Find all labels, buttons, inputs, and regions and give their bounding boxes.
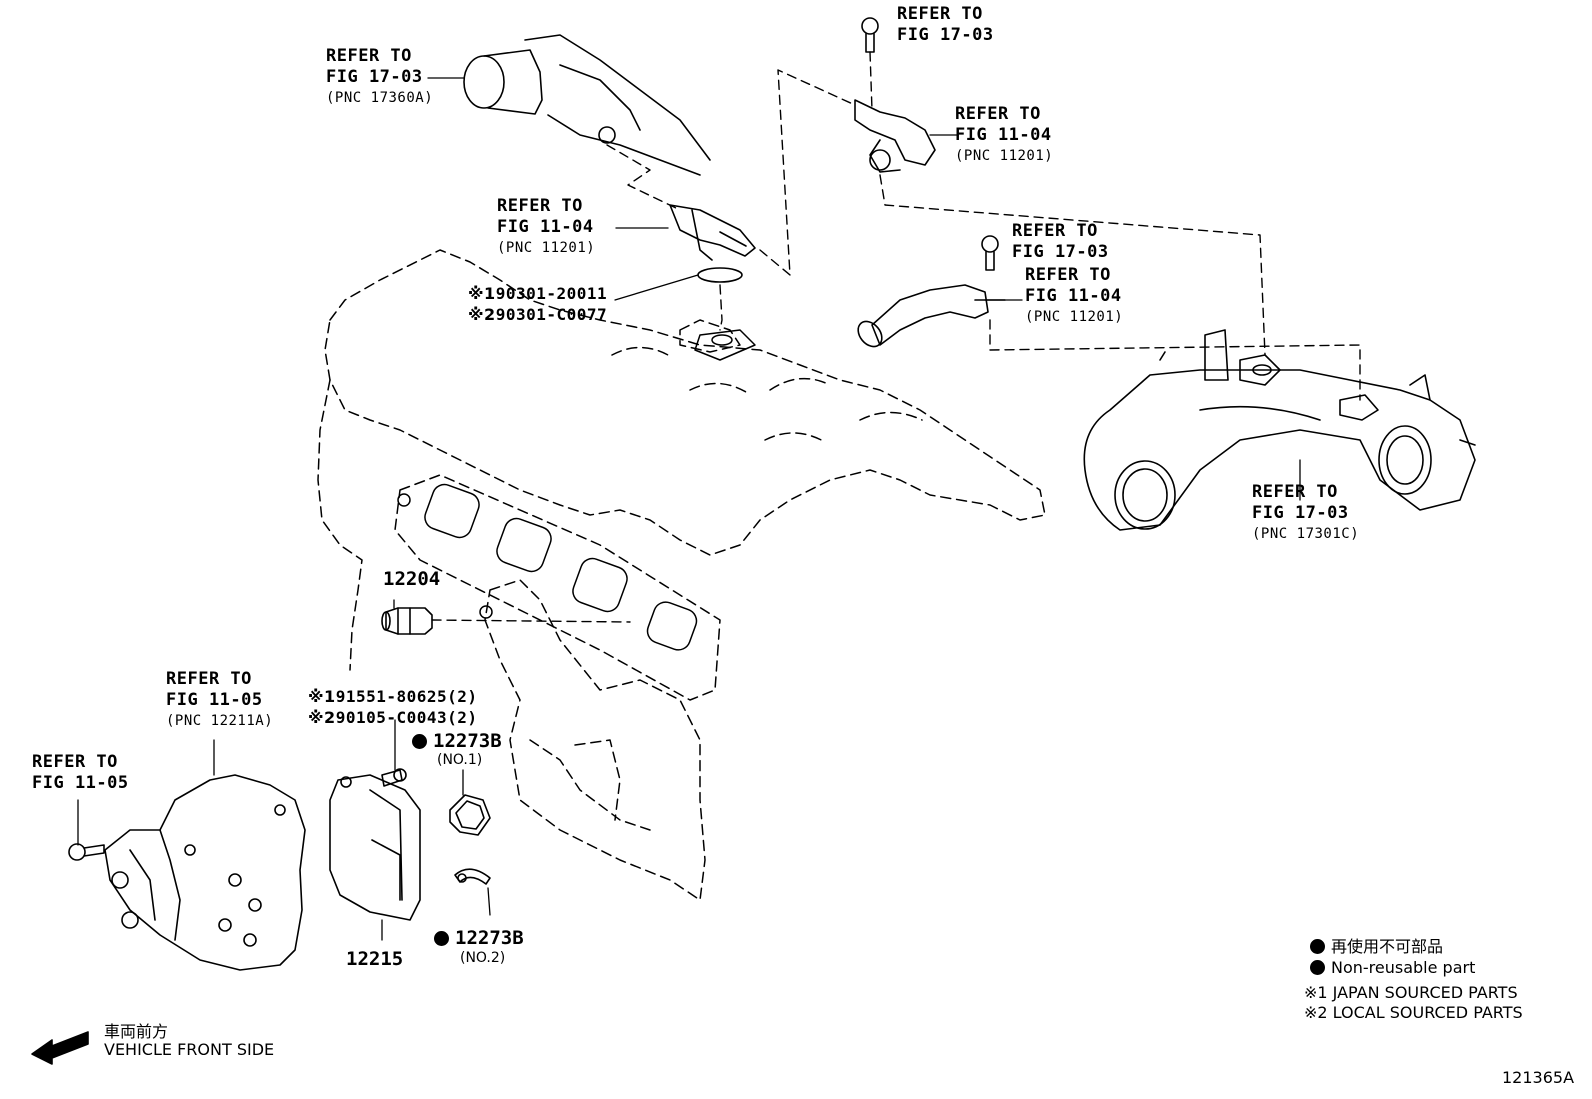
- filter-12215: [329, 774, 421, 921]
- legend-nonreusable: Non-reusable part: [1310, 958, 1475, 977]
- dash-lines-left: [606, 144, 681, 211]
- nonreusable-dot-icon: [1310, 960, 1325, 975]
- bolt-filter: [381, 768, 407, 787]
- part-12204: 12204: [383, 568, 441, 590]
- part-12215: 12215: [346, 948, 404, 970]
- part-12273b-no1: 12273B: [412, 730, 502, 752]
- legend-local-sourced: ※2 LOCAL SOURCED PARTS: [1304, 1003, 1523, 1022]
- water-outlet-17360a: [463, 34, 711, 176]
- union-11201-mid: [857, 284, 1006, 348]
- front-arrow-icon: [31, 1031, 89, 1065]
- refer-label-17360a: REFER TO FIG 17-03 (PNC 17360A): [326, 46, 434, 106]
- water-inlet-17301c: [1083, 329, 1476, 531]
- bolt-left: [68, 843, 105, 861]
- refer-label-11201-top: REFER TO FIG 11-04 (PNC 11201): [955, 104, 1054, 164]
- engine-outline: [317, 249, 1046, 671]
- refer-label-11201-mid: REFER TO FIG 11-04 (PNC 11201): [1025, 265, 1124, 325]
- refer-label-11201-left: REFER TO FIG 11-04 (PNC 11201): [497, 196, 596, 256]
- front-jp: 車両前方: [104, 1022, 169, 1041]
- union-11201-top: [854, 99, 936, 173]
- manifold-gasket: [394, 474, 721, 701]
- gasket-no2: [454, 868, 491, 885]
- flange-seat: [694, 329, 756, 361]
- sensor-12204: [381, 607, 433, 635]
- leader-lines: [77, 77, 1301, 941]
- front-en: VEHICLE FRONT SIDE: [104, 1040, 275, 1059]
- refer-label-top-bolt: REFER TO FIG 17-03: [897, 4, 994, 45]
- cover-12211a: [104, 774, 306, 971]
- figure-id: 121365A: [1502, 1068, 1575, 1087]
- nonreusable-dot-icon: [412, 734, 427, 749]
- part-12273b-no2-sub: (NO.2): [460, 950, 506, 966]
- refer-label-mid-bolt: REFER TO FIG 17-03: [1012, 221, 1109, 262]
- bolt-mid: [981, 235, 999, 271]
- dash-lines-mid: [719, 51, 1361, 401]
- nonreusable-dot-icon: [434, 931, 449, 946]
- part-12273b-no2: 12273B: [434, 927, 524, 949]
- part-gasket-90301: ※190301-20011 ※290301-C0077: [468, 284, 608, 324]
- refer-label-17301c: REFER TO FIG 17-03 (PNC 17301C): [1252, 482, 1360, 542]
- refer-label-left-bolt: REFER TO FIG 11-05: [32, 752, 129, 793]
- refer-label-12211a: REFER TO FIG 11-05 (PNC 12211A): [166, 669, 274, 729]
- legend-jp-nonreusable: 再使用不可部品: [1310, 933, 1443, 957]
- union-11201-left: [669, 204, 756, 283]
- bolt-top: [861, 17, 879, 53]
- part-bolt-91551: ※191551-80625(2) ※290105-C0043(2): [308, 687, 478, 727]
- nonreusable-dot-icon: [1310, 939, 1325, 954]
- part-12273b-no1-sub: (NO.1): [437, 752, 483, 768]
- legend-japan-sourced: ※1 JAPAN SOURCED PARTS: [1304, 983, 1518, 1002]
- gasket-no1: [449, 794, 491, 836]
- timing-cover: [484, 579, 706, 901]
- dash-sensor: [431, 619, 631, 623]
